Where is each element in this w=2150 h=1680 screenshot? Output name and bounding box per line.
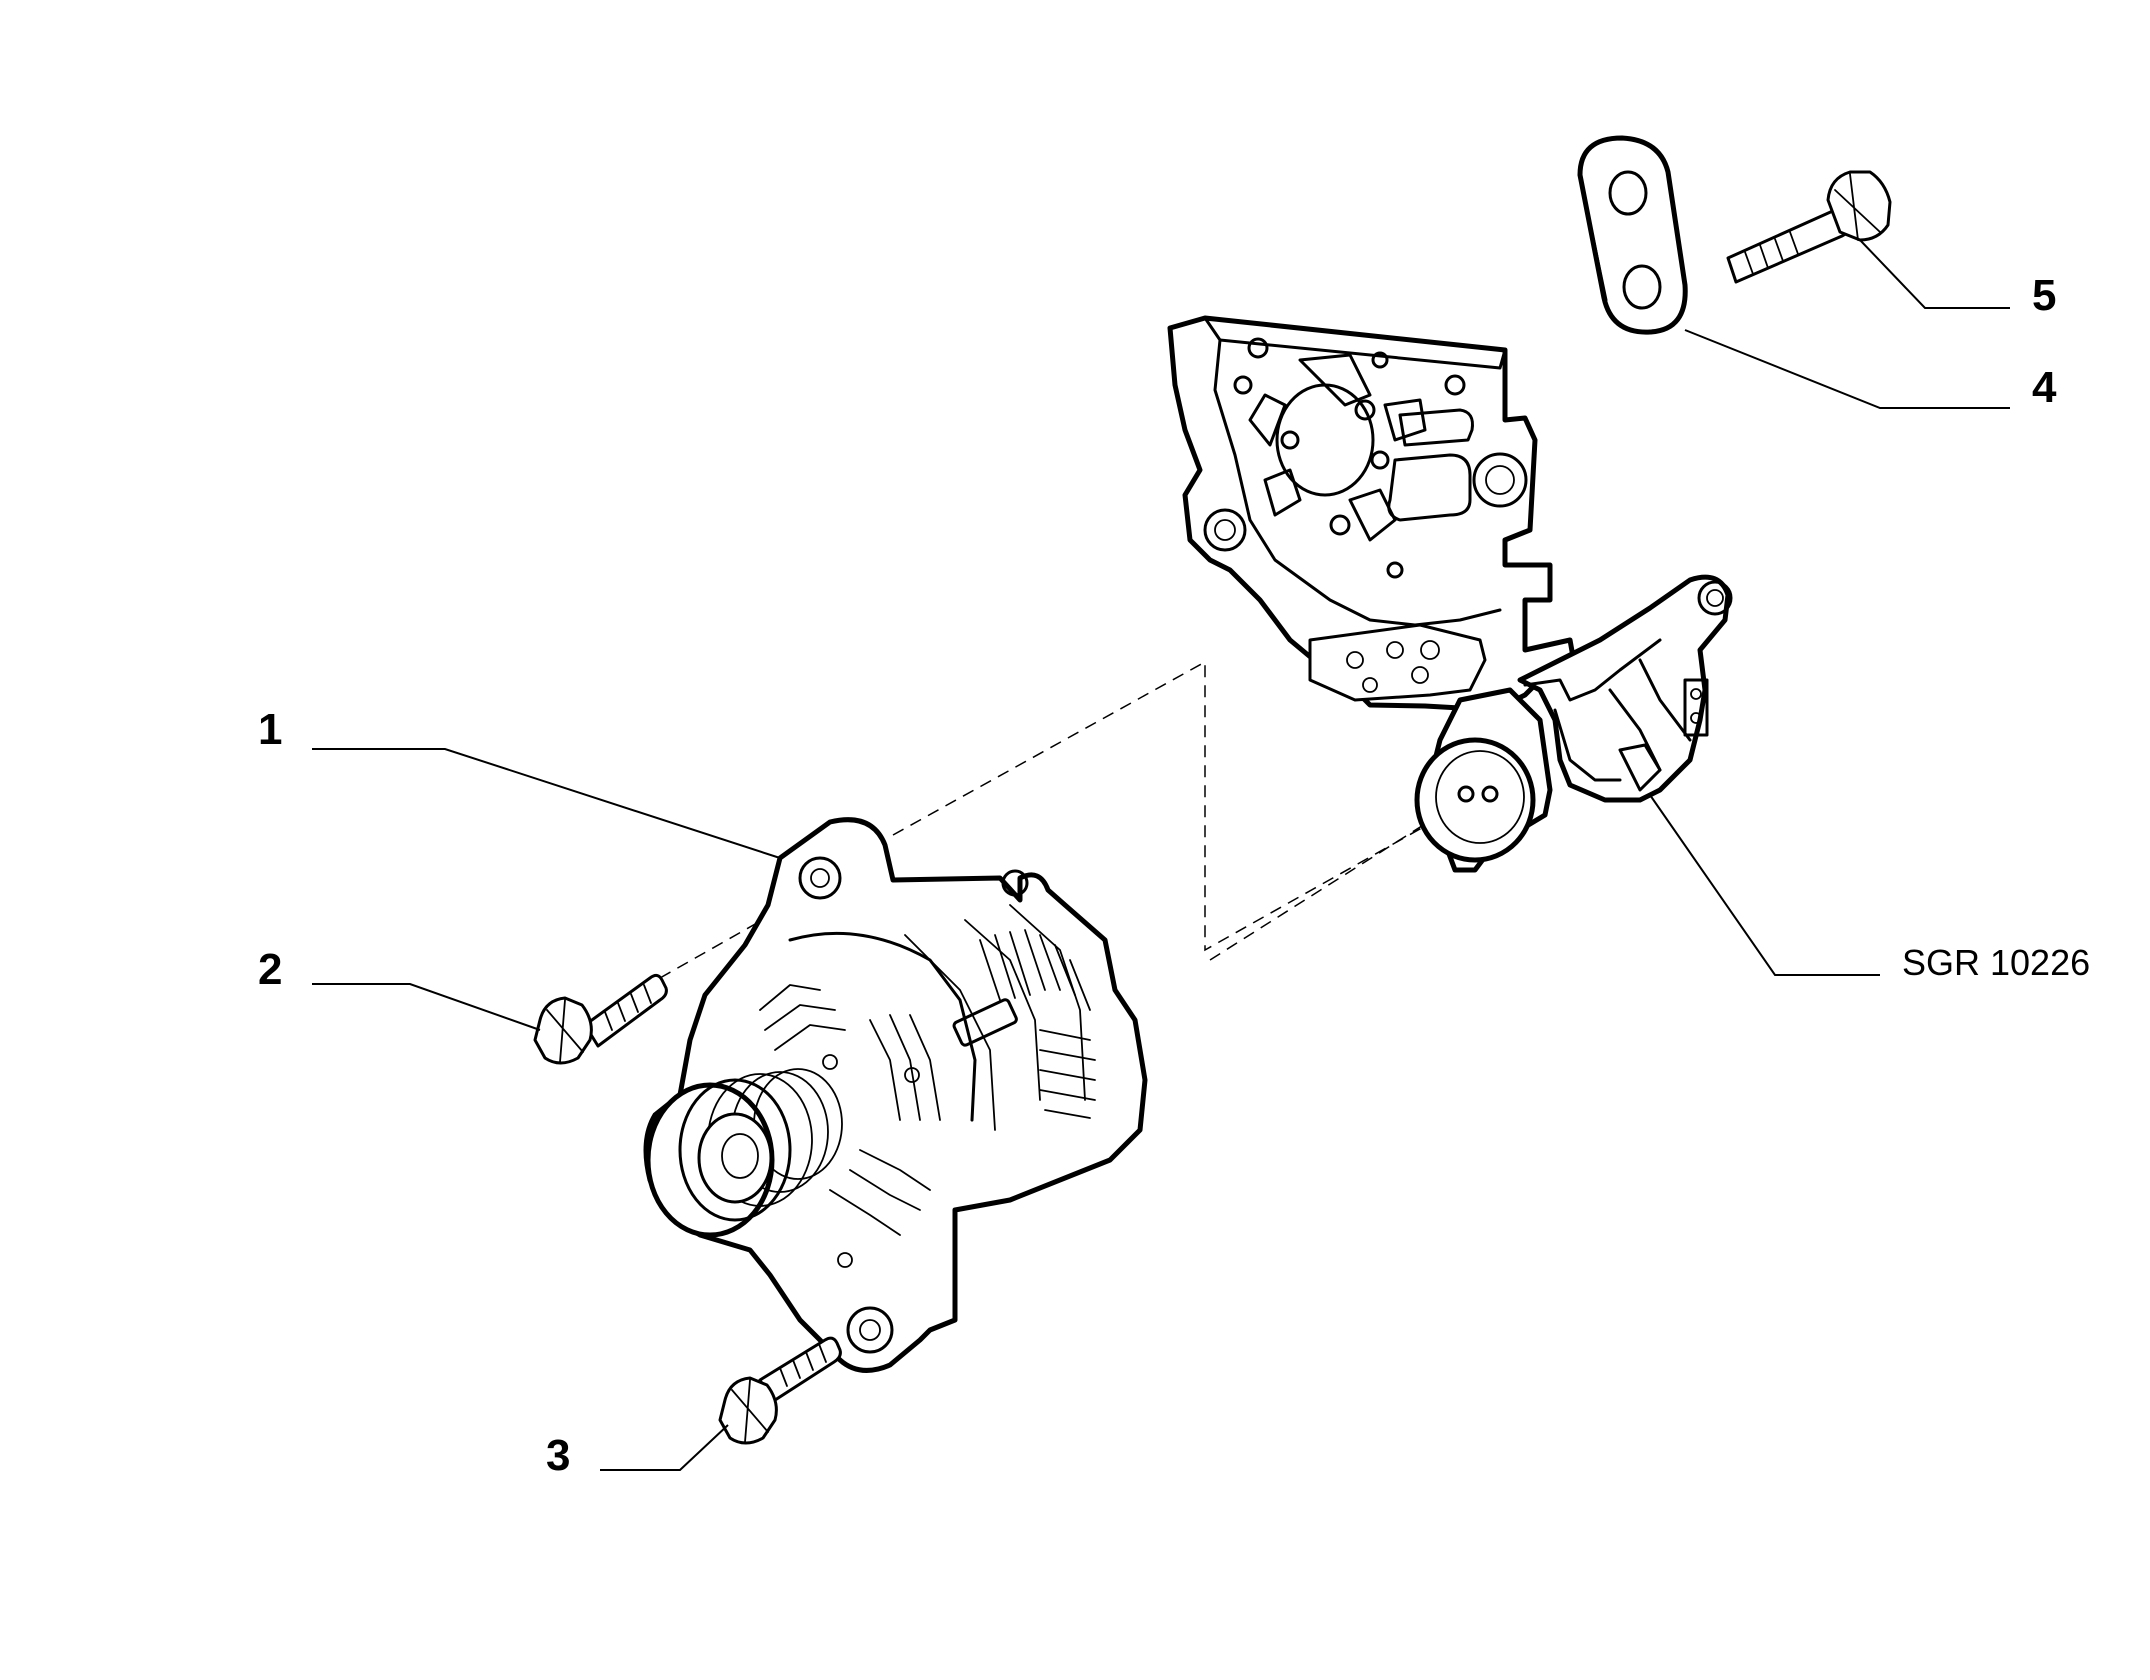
alternator-lower-bolt[interactable] (718, 1336, 842, 1445)
alternator-front-vents (759, 984, 941, 1236)
leader-lines (312, 239, 2010, 1471)
callout-3: 3 (546, 1431, 570, 1480)
callout-4: 4 (2032, 363, 2057, 412)
reference-code: SGR 10226 (1902, 942, 2090, 983)
callout-2: 2 (258, 945, 282, 994)
alternator-cooling-fins (979, 929, 1096, 1119)
link-plate-bolt[interactable] (1726, 170, 1892, 284)
engine-mounting-bracket[interactable] (1167, 315, 1733, 873)
callout-1: 1 (258, 705, 282, 754)
link-plate[interactable] (1577, 135, 1688, 335)
bracket-plate-holes (1203, 337, 1528, 579)
alternator-upper-bolt[interactable] (533, 973, 668, 1065)
callout-labels: 1 2 3 4 5 SGR 10226 (258, 271, 2090, 1480)
alternator-pulley (645, 1068, 843, 1238)
alternator[interactable] (643, 817, 1148, 1373)
callout-5: 5 (2032, 271, 2056, 320)
